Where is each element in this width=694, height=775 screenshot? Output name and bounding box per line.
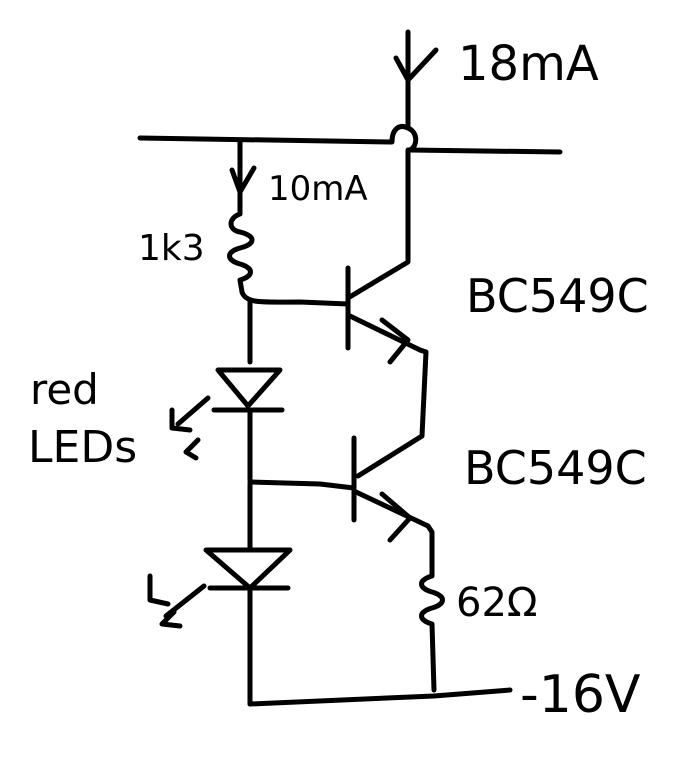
resistor-1k3 [227,195,255,295]
transistor-top [345,265,423,365]
resistor-62ohm [419,523,445,693]
supply-voltage-label: -16V [520,665,641,725]
resistor-bottom-label: 62Ω [456,580,537,626]
transistor-top-label: BC549C [466,269,649,323]
supply-current-arrow [393,29,439,131]
bottom-base-wire [247,479,357,491]
hop-to-collector-wire [345,147,411,301]
led-1 [169,367,285,483]
led-label-line1: red [30,365,99,414]
transistor-bottom-label: BC549C [464,441,647,495]
transistor-bottom [351,435,431,543]
bottom-rail-wire [247,687,513,707]
top-rail-wire [137,124,563,155]
branch-current-label: 10mA [268,169,368,209]
led-2 [147,481,293,707]
top-base-wire [239,289,351,307]
darlington-link-wire [355,347,429,479]
supply-current-label: 18mA [458,36,599,92]
branch-current-arrow [229,139,257,203]
led-label-line2: LEDs [28,422,137,473]
resistor-top-label: 1k3 [138,228,205,269]
